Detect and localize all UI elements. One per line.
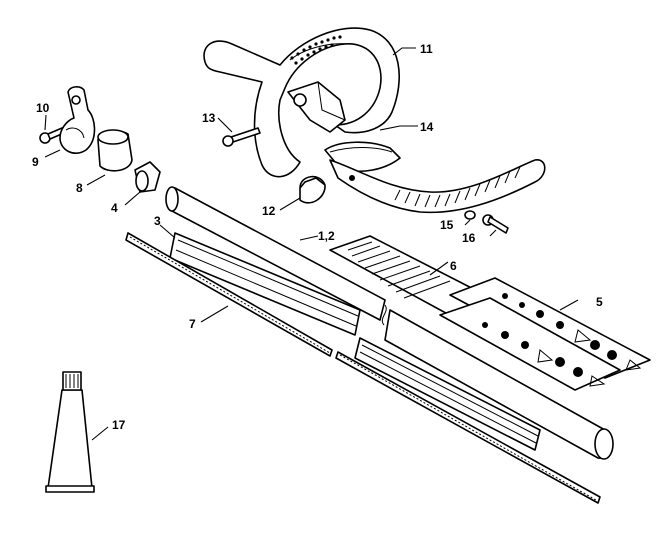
part-screw-13 (222, 127, 261, 147)
callout-14: 14 (420, 120, 434, 134)
part-screw-16 (482, 214, 509, 234)
callout-10: 10 (36, 101, 50, 115)
callout-6: 6 (450, 259, 457, 273)
callout-13: 13 (202, 111, 216, 125)
part-clamp-9 (59, 86, 96, 154)
part-decal-5 (439, 277, 651, 391)
part-drive-tube (165, 186, 614, 460)
part-sleeve-8 (97, 129, 133, 172)
callout-17: 17 (112, 418, 126, 432)
part-clamp-12 (299, 175, 326, 204)
callout-9: 9 (32, 155, 39, 169)
part-flex-shaft-7 (125, 232, 601, 504)
callout-16: 16 (462, 231, 476, 245)
part-washer-15 (464, 210, 476, 220)
callout-15: 15 (440, 218, 454, 232)
part-liner-3 (169, 232, 541, 451)
callout-11: 11 (420, 42, 433, 56)
part-grease-tube-17 (45, 371, 95, 493)
leader-lines (44, 47, 579, 441)
callout-7: 7 (189, 317, 196, 331)
part-bushing-4 (134, 161, 161, 193)
callout-4: 4 (111, 201, 118, 215)
callout-5: 5 (596, 295, 603, 309)
callout-3: 3 (154, 214, 161, 228)
callout-8: 8 (76, 181, 83, 195)
callout-12: 12 (262, 204, 276, 218)
callout-1-2: 1,2 (318, 229, 335, 243)
part-rear-grip (329, 159, 546, 214)
part-loop-handle (203, 27, 401, 178)
